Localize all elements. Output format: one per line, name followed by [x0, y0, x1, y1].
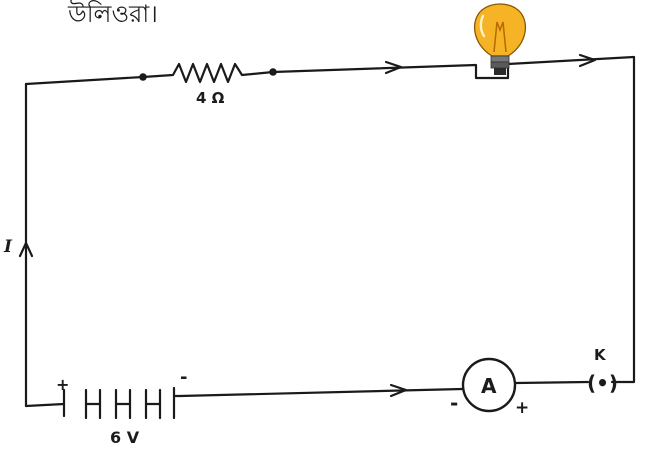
current-direction-arrow-icon	[18, 241, 34, 258]
wire-right	[610, 55, 636, 384]
wire-bottom-middle	[178, 387, 464, 398]
resistor-dot-right	[269, 68, 277, 76]
battery-minus-sign: -	[180, 367, 187, 388]
ammeter: A	[461, 357, 517, 413]
resistor-zigzag	[141, 62, 275, 84]
current-direction-arrow-icon	[384, 60, 403, 75]
battery-plus-sign: +	[56, 375, 69, 394]
light-bulb-icon	[473, 3, 527, 75]
wire-top-middle	[271, 55, 636, 80]
ammeter-minus-sign: -	[450, 391, 458, 415]
current-direction-arrow-icon	[389, 383, 408, 398]
resistor-dot-left	[139, 73, 147, 81]
wire-bottom-left	[24, 402, 66, 408]
header-fragment: উলিওরা।	[67, 0, 158, 28]
current-label: I	[3, 237, 13, 257]
ammeter-plus-sign: +	[515, 398, 529, 418]
wire-top-left	[24, 75, 145, 86]
battery-symbol	[62, 386, 182, 420]
current-direction-arrow-icon	[578, 53, 597, 68]
key-symbol: (•)	[587, 371, 618, 395]
battery-label: 6 V	[110, 428, 140, 447]
ammeter-symbol: A	[481, 374, 497, 398]
wire-bottom-right	[514, 380, 590, 385]
key-label: K	[594, 346, 607, 364]
resistor-label: 4 Ω	[196, 89, 225, 107]
